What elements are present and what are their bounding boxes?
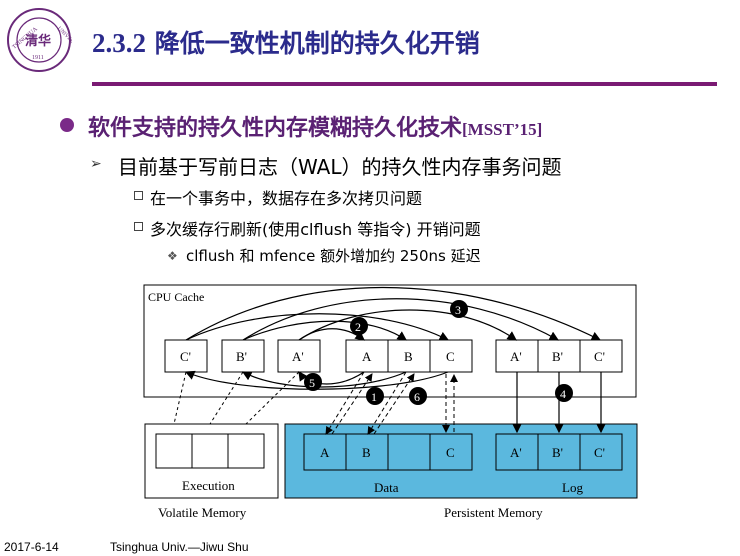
bullet-level3-a: 在一个事务中，数据存在多次拷贝问题 [150, 189, 423, 208]
step-badge-label: 1 [371, 390, 377, 404]
square-bullet-icon [134, 191, 143, 200]
dashed-link [173, 371, 187, 425]
arrow-step-6 [373, 373, 415, 435]
execution-cell [155, 433, 193, 469]
dashed-link [209, 371, 244, 425]
arrow-step-2 [242, 320, 407, 341]
data-cell [345, 433, 389, 471]
logo-center-text: 清华 [25, 33, 51, 49]
logo-year: 1911 [32, 55, 44, 61]
step-badge [409, 387, 427, 405]
cache-cell-label: A [362, 349, 372, 364]
bullet-dot-icon [60, 118, 74, 132]
bullet-level1-ref: [MSST’15] [462, 120, 543, 139]
arrow-step-5 [298, 371, 365, 385]
bullet-level1-text: 软件支持的持久性内存模糊持久化技术 [88, 116, 463, 141]
arrow-step-6 [331, 373, 373, 435]
bullet-level3-b: 多次缓存行刷新(使用clflush 等指令) 开销问题 [150, 220, 481, 239]
data-cell-label: A [320, 445, 330, 460]
step-badge [350, 317, 368, 335]
step-badge-label: 3 [455, 303, 461, 317]
log-cell-label: B' [552, 445, 563, 460]
cache-cell [429, 339, 473, 373]
cache-cell [495, 339, 539, 373]
university-logo: TSINGHUA UNIVERSITY 清华 1911 [7, 8, 72, 72]
cpu-cache-label: CPU Cache [148, 290, 204, 304]
step-badge [450, 300, 468, 318]
execution-label: Execution [182, 478, 235, 493]
slide-title: 2.3.2 降低一致性机制的持久化开销 [92, 24, 480, 60]
footer-author: Tsinghua Univ.—Jiwu Shu [110, 540, 249, 554]
arrow-step-3 [185, 286, 602, 341]
log-cell-label: C' [594, 445, 605, 460]
arrow-step-1 [325, 371, 365, 435]
cache-cell [537, 339, 581, 373]
title-divider [92, 82, 717, 86]
step-badge-label: 5 [309, 376, 315, 390]
log-cell-label: A' [510, 445, 522, 460]
arrow-bullet-icon: ➢ [90, 156, 102, 172]
step-badge [366, 387, 384, 405]
data-cell [429, 433, 473, 471]
dashed-link [245, 371, 300, 425]
cache-cell [387, 339, 431, 373]
title-text: 降低一致性机制的持久化开销 [146, 29, 480, 58]
cache-cell [579, 339, 623, 373]
square-bullet-icon [134, 222, 143, 231]
cache-cell-label: A' [292, 349, 304, 364]
data-cell-label: C [446, 445, 455, 460]
bullet-level1: 软件支持的持久性内存模糊持久化技术[MSST’15] [88, 110, 542, 142]
footer-date: 2017-6-14 [4, 540, 59, 554]
arrow-step-3 [298, 309, 517, 341]
execution-cell [191, 433, 229, 469]
data-label: Data [374, 480, 399, 495]
log-cell [537, 433, 581, 471]
volatile-memory-label: Volatile Memory [158, 505, 247, 520]
log-label: Log [562, 480, 583, 495]
log-cell [579, 433, 623, 471]
arrow-step-1 [367, 371, 407, 435]
cache-cell-label: C' [180, 349, 191, 364]
cache-cell [164, 339, 208, 373]
bullet-level2: 目前基于写前日志（WAL）的持久性内存事务问题 [118, 155, 562, 179]
arrow-step-2 [298, 328, 365, 341]
cache-cell-label: B' [236, 349, 247, 364]
step-badge [555, 384, 573, 402]
data-cell [387, 433, 431, 471]
step-badge-label: 4 [560, 387, 566, 401]
data-cell-label: B [362, 445, 371, 460]
step-badge-label: 2 [355, 320, 361, 334]
step-badge [304, 373, 322, 391]
cache-cell-label: C' [594, 349, 605, 364]
cache-cell-label: B [404, 349, 413, 364]
arrow-step-3 [242, 298, 560, 341]
persistent-memory-label: Persistent Memory [444, 505, 543, 520]
cache-cell-label: C [446, 349, 455, 364]
step-badge-label: 6 [414, 390, 420, 404]
title-number: 2.3.2 [92, 28, 146, 58]
log-cell [495, 433, 539, 471]
diamond-bullet-icon: ❖ [167, 249, 178, 263]
arrow-step-2 [185, 313, 450, 341]
cache-cell-label: B' [552, 349, 563, 364]
execution-cell [227, 433, 265, 469]
arrow-step-5 [241, 371, 407, 388]
bullet-level4: clflush 和 mfence 额外增加约 250ns 延迟 [186, 247, 481, 265]
cache-cell-label: A' [510, 349, 522, 364]
cache-cell [345, 339, 389, 373]
